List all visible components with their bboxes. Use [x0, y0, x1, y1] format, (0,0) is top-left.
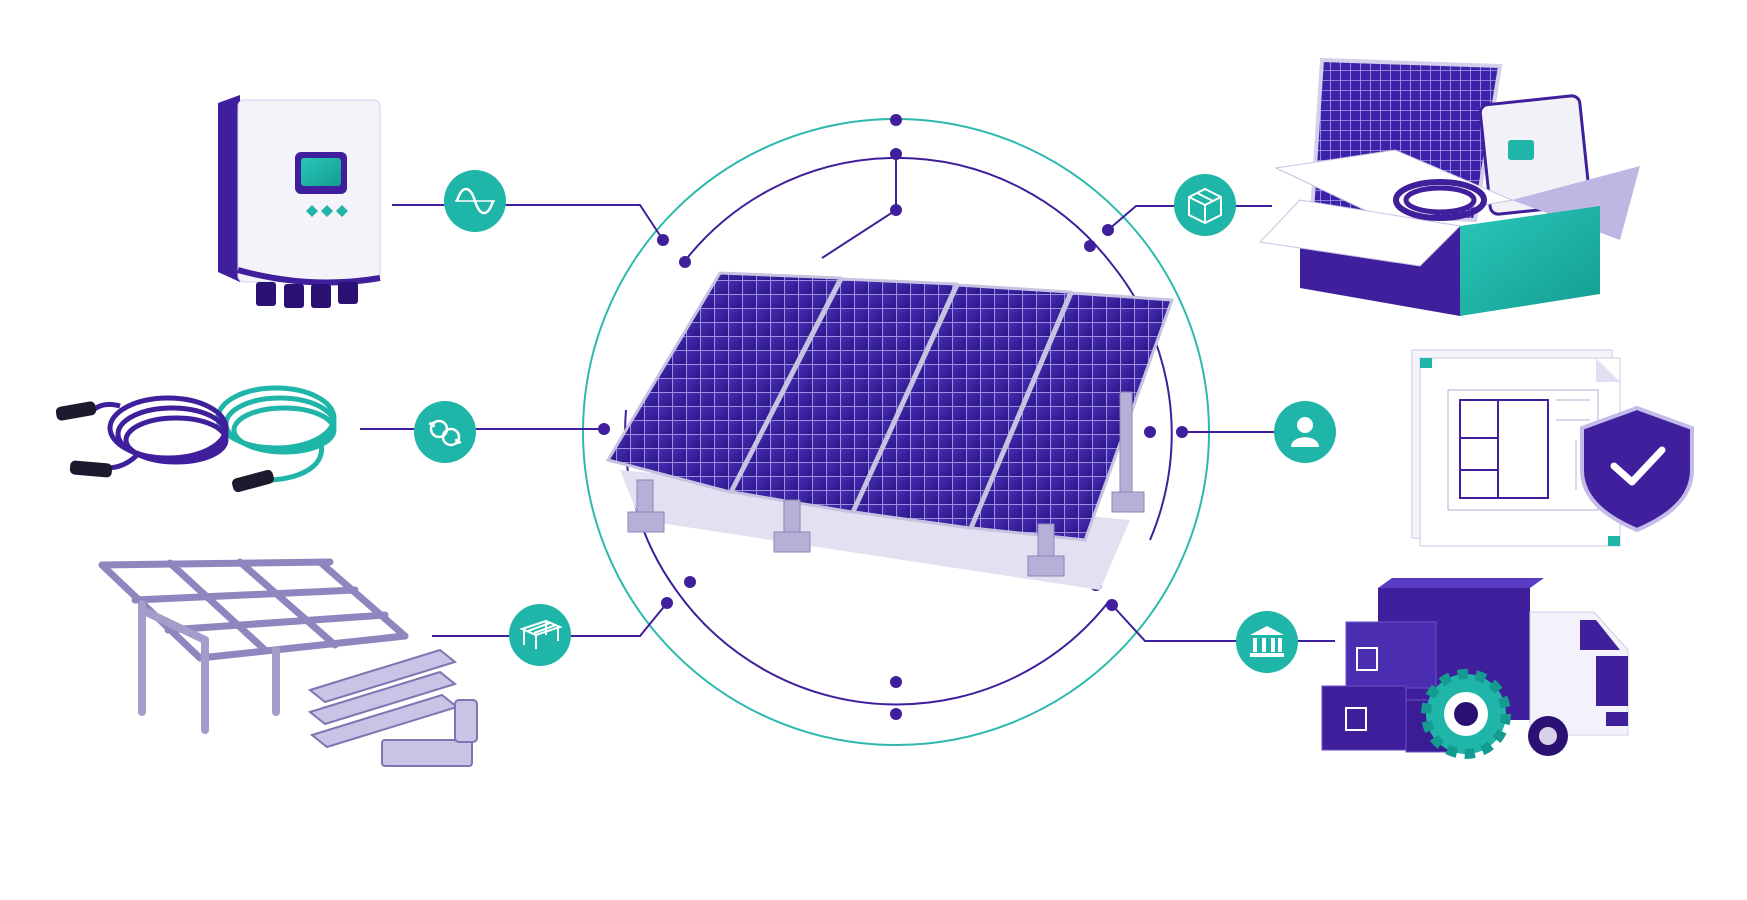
solar-kit-box-illustration[interactable] — [1258, 57, 1640, 316]
shield-check-icon — [1580, 405, 1694, 533]
inner-purple-arc-bottom — [675, 589, 1111, 706]
array-shadow — [620, 470, 1130, 590]
array-legs — [627, 391, 1145, 577]
bank-building-badge[interactable] — [1236, 611, 1298, 673]
delivery-truck-illustration[interactable] — [1321, 578, 1629, 759]
array-panels — [605, 271, 1175, 542]
connector-inverter — [392, 204, 664, 241]
top-hook-line — [821, 154, 897, 259]
connector-truck — [1111, 604, 1335, 642]
package-box-badge[interactable] — [1174, 174, 1236, 236]
refresh-cycle-icon — [428, 419, 462, 447]
inner-purple-arc-right — [1109, 261, 1173, 541]
user-person-icon — [1291, 417, 1319, 447]
inverter-illustration[interactable] — [218, 95, 381, 308]
bank-building-icon — [1250, 626, 1284, 657]
refresh-cycle-badge[interactable] — [414, 401, 476, 463]
package-box-icon — [1188, 188, 1222, 224]
design-documents-illustration[interactable] — [1411, 349, 1694, 547]
mounting-structure-illustration[interactable] — [98, 558, 478, 767]
connector-mounting — [432, 602, 668, 637]
rack-frame-icon — [519, 619, 563, 649]
solar-cables-illustration[interactable] — [55, 385, 337, 493]
user-person-badge[interactable] — [1274, 401, 1336, 463]
sine-wave-badge[interactable] — [444, 170, 506, 232]
ground-mounted-solar-array[interactable] — [605, 271, 1175, 590]
rack-frame-badge[interactable] — [509, 604, 571, 666]
